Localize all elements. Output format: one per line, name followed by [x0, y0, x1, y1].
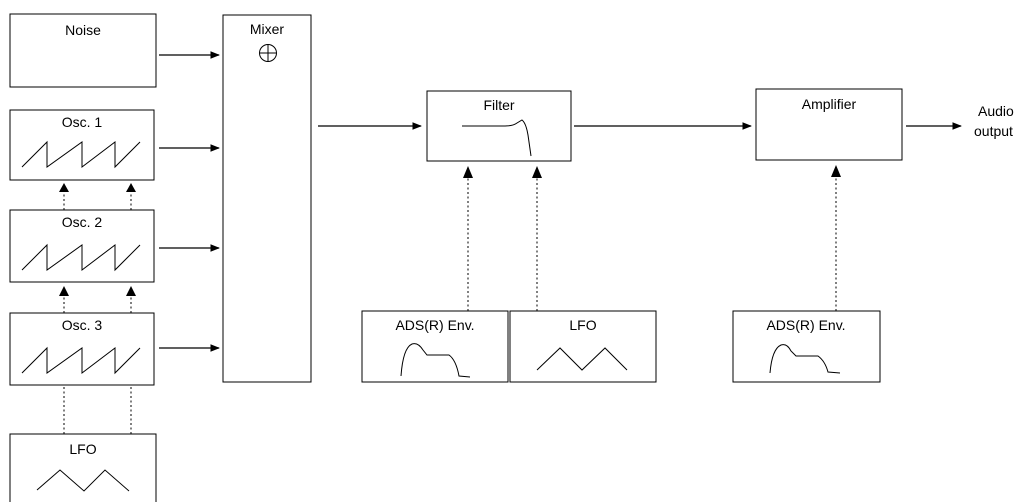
mod-arrowhead	[463, 166, 473, 178]
sawtooth-wave-icon	[21, 140, 141, 169]
mod-arrowhead	[532, 166, 542, 178]
filter-lfo-label: LFO	[569, 317, 596, 333]
sawtooth-wave-icon	[21, 243, 141, 272]
sawtooth-wave-icon	[21, 346, 141, 375]
lowpass-filter-curve-icon	[462, 119, 532, 157]
audio-output-label: Audio	[978, 103, 1014, 119]
osc-lfo-label: LFO	[69, 441, 96, 457]
audio-output-label-2: output	[974, 123, 1013, 139]
osc1-label: Osc. 1	[62, 114, 103, 130]
triangle-wave-icon	[536, 347, 628, 371]
mod-arrowhead	[126, 183, 136, 192]
filter-lfo-block: LFO	[509, 310, 657, 383]
filter-env-label: ADS(R) Env.	[395, 317, 474, 333]
filter-envelope-block: ADS(R) Env.	[361, 310, 509, 383]
amp-env-label: ADS(R) Env.	[766, 317, 845, 333]
mod-arrowhead	[831, 165, 841, 177]
triangle-wave-icon	[36, 469, 130, 492]
oscillator-3-block: Osc. 3	[9, 312, 155, 386]
filter-block: Filter	[426, 90, 572, 162]
oscillator-1-block: Osc. 1	[9, 109, 155, 181]
noise-label: Noise	[65, 22, 101, 38]
mod-arrowhead	[59, 183, 69, 192]
amplifier-block: Amplifier	[755, 88, 903, 161]
filter-label: Filter	[483, 97, 514, 113]
mod-arrowhead	[126, 286, 136, 296]
osc2-label: Osc. 2	[62, 214, 103, 230]
oscillator-2-block: Osc. 2	[9, 209, 155, 283]
mod-arrowhead	[59, 286, 69, 296]
mixer-block: Mixer	[222, 14, 312, 383]
oscillator-lfo-block: LFO	[9, 433, 157, 502]
mixer-label: Mixer	[250, 21, 285, 37]
amp-envelope-block: ADS(R) Env.	[732, 310, 881, 383]
noise-block: Noise	[9, 13, 157, 88]
osc3-label: Osc. 3	[62, 317, 103, 333]
adsr-envelope-icon	[400, 343, 471, 378]
adsr-envelope-icon	[769, 344, 841, 374]
amplifier-label: Amplifier	[802, 96, 857, 112]
circled-plus-icon	[259, 44, 277, 62]
